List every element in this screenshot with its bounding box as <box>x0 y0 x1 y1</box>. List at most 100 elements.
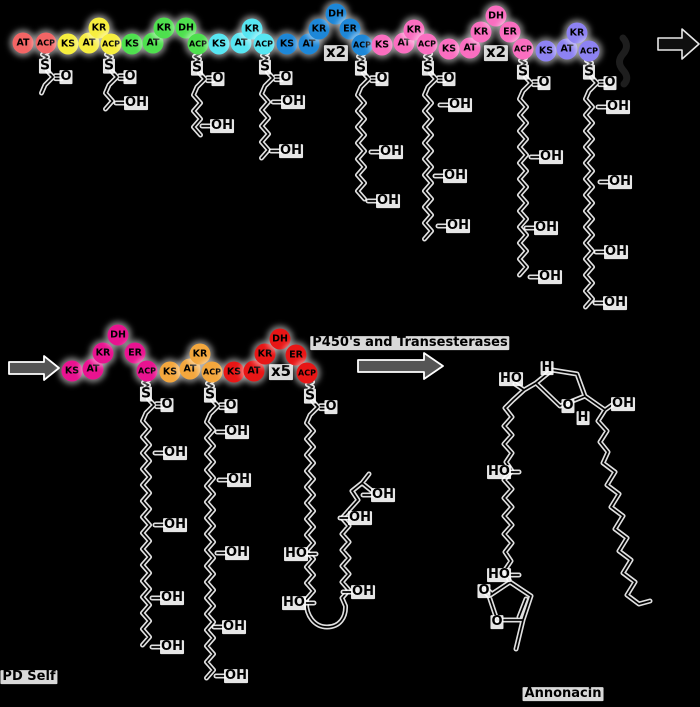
domain-dh: DH <box>325 3 347 25</box>
atom-label: OH <box>222 619 246 635</box>
carbonyl-o: O <box>537 75 551 91</box>
domain-ks: KS <box>535 40 557 62</box>
domain-acp: ACP <box>351 34 373 56</box>
atom-label: OH <box>608 174 632 190</box>
bond-path <box>260 50 283 159</box>
atom-label: OH <box>376 193 400 209</box>
domain-at: AT <box>556 38 578 60</box>
domain-kr: KR <box>88 17 110 39</box>
domain-at: AT <box>12 32 34 54</box>
domain-kr: KR <box>92 342 114 364</box>
faint-squiggle <box>616 34 631 88</box>
atom-label: OH <box>443 168 467 184</box>
bond-path <box>356 51 379 200</box>
bond-path <box>40 49 63 94</box>
atom-label: OH <box>160 590 184 606</box>
domain-ks: KS <box>208 33 230 55</box>
atom-label: O <box>561 398 575 414</box>
atom-label: OH <box>351 584 375 600</box>
arrow-left-icon <box>8 355 60 381</box>
arrow-top-right-icon <box>657 28 700 60</box>
domain-ks: KS <box>276 33 298 55</box>
domain-acp: ACP <box>100 33 122 55</box>
atom-label: OH <box>534 220 558 236</box>
thioester-s: S <box>354 59 368 76</box>
domain-acp: ACP <box>201 361 223 383</box>
bond-path <box>141 377 164 646</box>
domain-kr: KR <box>566 22 588 44</box>
bond-path <box>205 378 228 679</box>
domain-er: ER <box>499 21 521 43</box>
domain-er: ER <box>339 18 361 40</box>
thioester-s: S <box>303 387 317 404</box>
domain-kr: KR <box>470 21 492 43</box>
atom-label: OH <box>603 295 627 311</box>
domain-kr: KR <box>189 343 211 365</box>
caption-pd-self: PD Self <box>0 669 58 685</box>
thioester-s: S <box>258 58 272 75</box>
domain-dh: DH <box>485 5 507 27</box>
atom-label: OH <box>210 118 234 134</box>
domain-dh: DH <box>175 17 197 39</box>
carbonyl-o: O <box>375 71 389 87</box>
domain-acp: ACP <box>296 362 318 384</box>
atom-label: HO <box>499 371 523 387</box>
atom-label: H <box>576 410 590 426</box>
domain-at: AT <box>82 358 104 380</box>
domain-kr: KR <box>254 343 276 365</box>
domain-at: AT <box>142 32 164 54</box>
atom-label: OH <box>279 143 303 159</box>
atom-label: OH <box>606 99 630 115</box>
atom-label: OH <box>224 668 248 684</box>
domain-acp: ACP <box>187 33 209 55</box>
domain-ks: KS <box>159 361 181 383</box>
domain-at: AT <box>243 360 265 382</box>
domain-at: AT <box>459 37 481 59</box>
atom-label: OH <box>160 639 184 655</box>
atom-label: OH <box>539 149 563 165</box>
atom-label: HO <box>487 567 511 583</box>
domain-kr: KR <box>153 17 175 39</box>
atom-label: OH <box>604 244 628 260</box>
carbonyl-o: O <box>224 398 238 414</box>
bond-path <box>104 49 127 110</box>
atom-label: OH <box>348 510 372 526</box>
atom-label: OH <box>379 144 403 160</box>
module-multiplier: x5 <box>268 362 294 381</box>
atom-label: OH <box>225 545 249 561</box>
bond-path <box>518 55 541 276</box>
domain-ks: KS <box>61 360 83 382</box>
domain-ks: KS <box>371 34 393 56</box>
domain-er: ER <box>285 344 307 366</box>
bond-path <box>423 51 446 240</box>
arrow-middle-icon <box>357 352 444 380</box>
atom-label: H <box>540 360 554 376</box>
carbonyl-o: O <box>442 71 456 87</box>
atom-label: HO <box>284 546 308 562</box>
bond-path <box>192 51 215 136</box>
carbonyl-o: O <box>160 397 174 413</box>
caption-annonacin: Annonacin <box>522 686 604 702</box>
atom-label: O <box>477 583 491 599</box>
domain-acp: ACP <box>512 38 534 60</box>
atom-label: OH <box>163 445 187 461</box>
domain-ks: KS <box>57 33 79 55</box>
thioester-s: S <box>102 57 116 74</box>
carbonyl-o: O <box>123 69 137 85</box>
thioester-s: S <box>190 59 204 76</box>
domain-dh: DH <box>107 324 129 346</box>
carbonyl-o: O <box>324 399 338 415</box>
carbonyl-o: O <box>603 75 617 91</box>
atom-label: OH <box>163 517 187 533</box>
atom-label: OH <box>281 94 305 110</box>
thioester-s: S <box>203 386 217 403</box>
domain-acp: ACP <box>35 32 57 54</box>
atom-label: OH <box>225 424 249 440</box>
domain-er: ER <box>124 342 146 364</box>
module-multiplier: x2 <box>323 43 349 62</box>
thioester-s: S <box>139 385 153 402</box>
thioester-s: S <box>38 57 52 74</box>
domain-acp: ACP <box>253 33 275 55</box>
thioester-s: S <box>516 63 530 80</box>
